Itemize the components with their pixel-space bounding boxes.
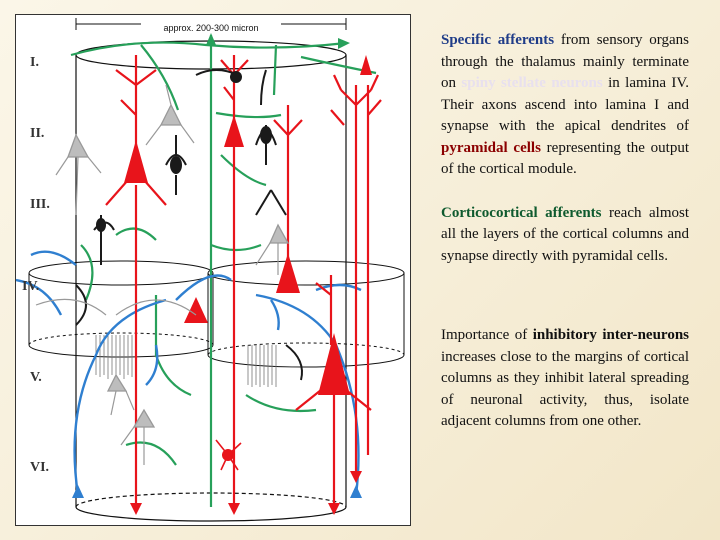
radial-fibers <box>95 335 277 387</box>
scale-label: approx. 200-300 micron <box>146 23 276 33</box>
stellate-cells <box>67 103 290 428</box>
corticocortical-afferents <box>16 250 362 496</box>
cortical-column-figure: approx. 200-300 micron I. II. III. IV. V… <box>15 14 411 526</box>
stellate-cell-processes <box>35 84 279 465</box>
p1-text-c: representing the output of the cortical … <box>441 139 689 178</box>
term-pyramidal-cells: pyramidal cells <box>441 139 541 156</box>
layer-label-iii: III. <box>30 197 50 212</box>
term-corticocortical-afferents: Corticocortical afferents <box>441 204 602 221</box>
term-inhibitory-interneurons: inhibitory inter-neurons <box>532 327 690 343</box>
scale-bar <box>75 18 347 30</box>
specific-afferent-arrows <box>206 33 350 49</box>
p3-text-a: Importance of <box>441 327 533 343</box>
layer-label-i: I. <box>30 55 39 70</box>
layer-label-ii: II. <box>30 126 45 141</box>
right-column-segment <box>207 260 405 368</box>
specific-afferents-paragraph: Specific afferents from sensory organs t… <box>441 30 689 181</box>
corticocortical-arrows <box>72 485 362 498</box>
term-specific-afferents: Specific afferents <box>441 32 555 48</box>
interneuron-somas <box>96 71 272 232</box>
p1-text-b: in lamina IV. Their axons ascend into la… <box>441 75 690 134</box>
explanation-text: Specific afferents from sensory organs t… <box>441 30 689 433</box>
layer-vi-cell <box>215 439 242 471</box>
p2-text: reach almost all the layers of the corti… <box>441 204 689 264</box>
layer-label-vi: VI. <box>30 460 50 475</box>
corticocortical-paragraph: Corticocortical afferents reach almost a… <box>441 203 689 268</box>
specific-afferents <box>70 35 377 507</box>
cortical-column-diagram <box>16 18 405 522</box>
layer-label-iv: IV. <box>22 279 40 294</box>
interneurons-paragraph: Importance of inhibitory inter-neurons i… <box>441 325 689 433</box>
p1-text-a: from sensory organs through the thalamus… <box>441 32 689 91</box>
left-column-segment <box>28 260 214 358</box>
term-spiny-stellate-neurons: spiny stellate neurons <box>461 75 603 91</box>
p3-text-b: increases close to the margins of cortic… <box>441 348 689 430</box>
pyramidal-output-arrows <box>130 471 362 515</box>
layer-label-v: V. <box>30 370 42 385</box>
pyramidal-cells <box>105 55 382 507</box>
